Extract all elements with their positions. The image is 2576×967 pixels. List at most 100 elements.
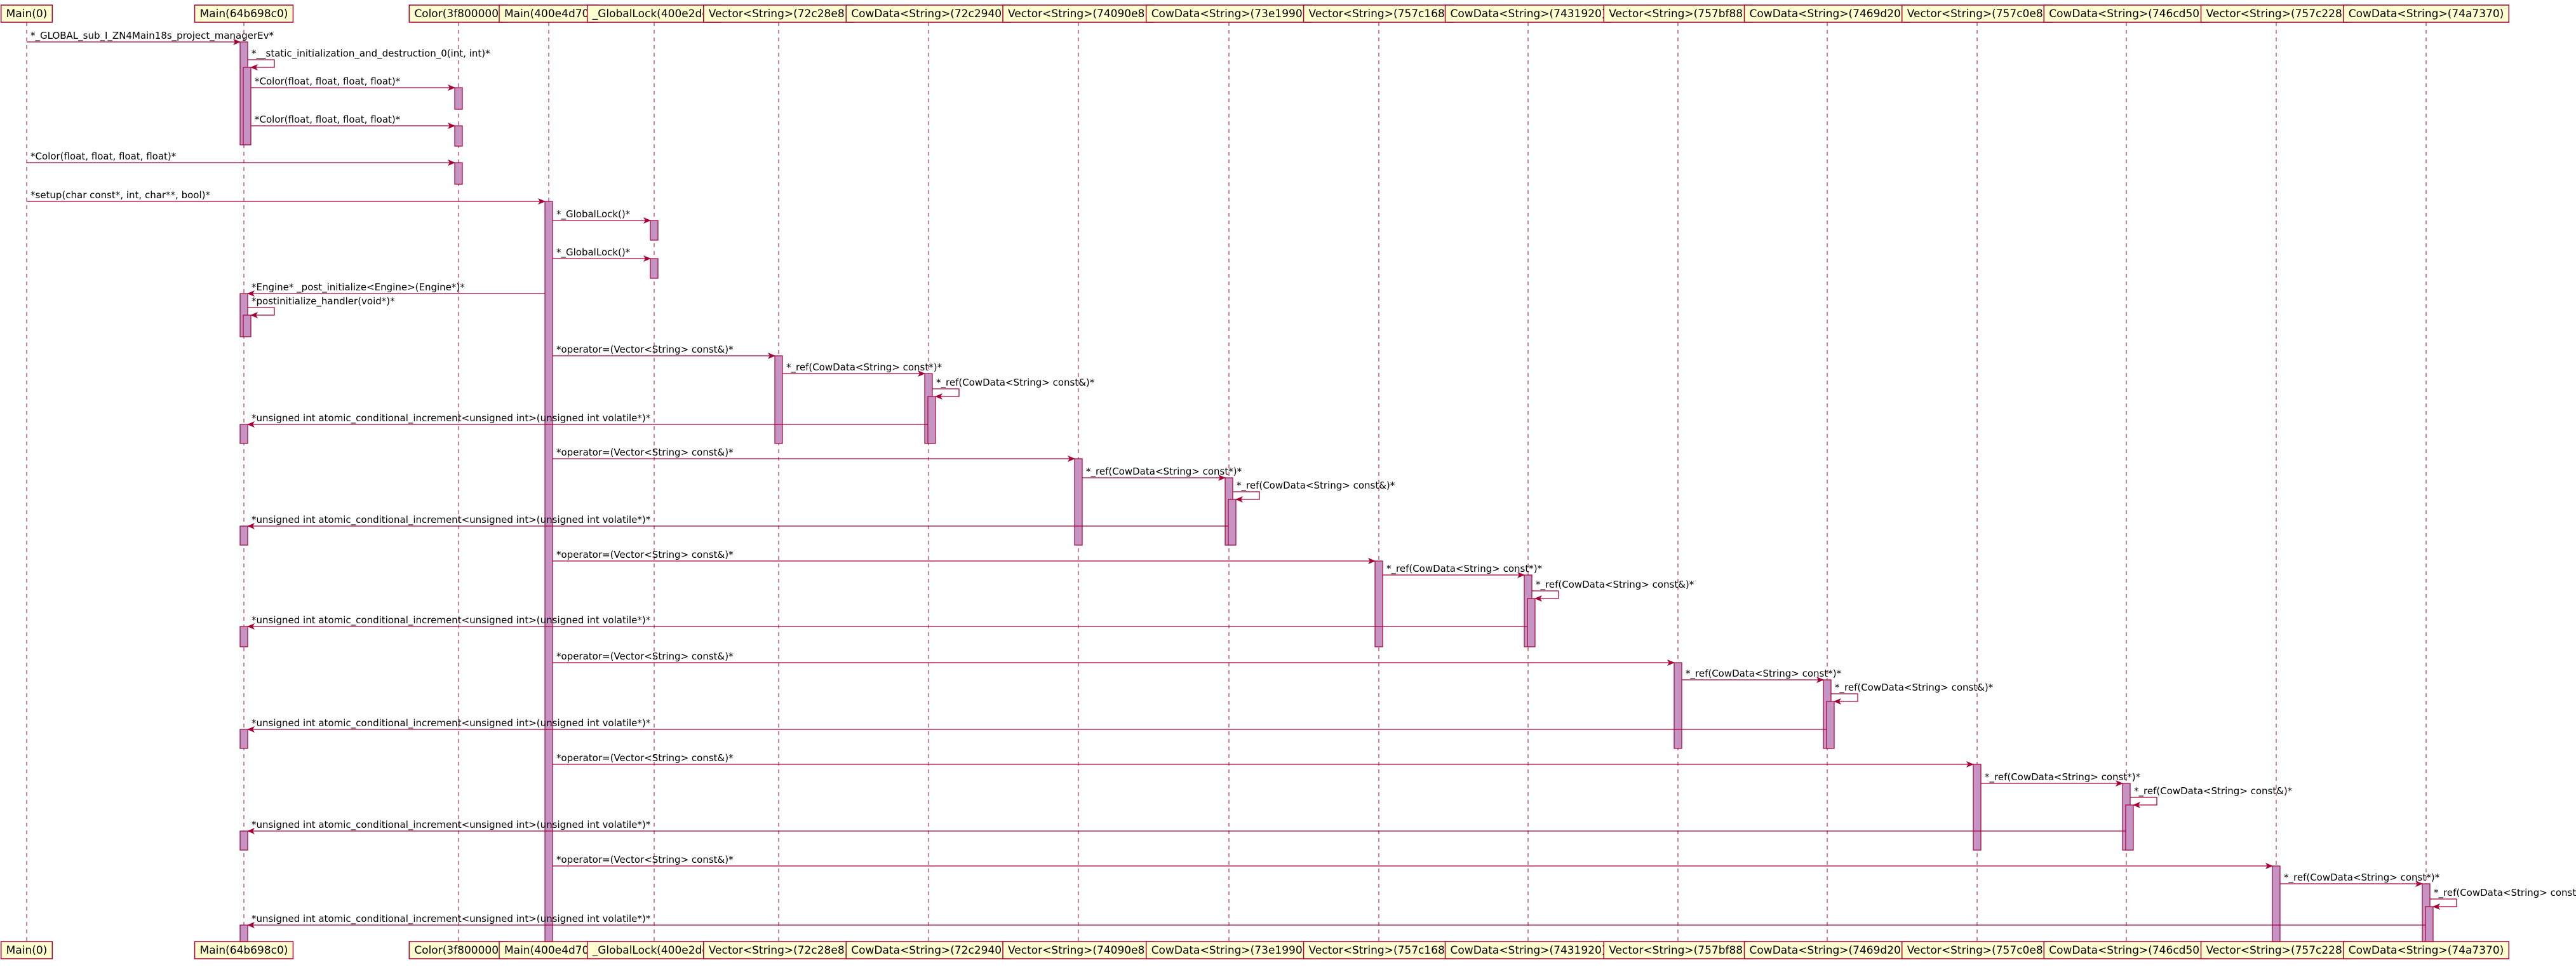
message-arrow [248, 59, 275, 71]
message-2: *Color(float, float, float, float)* [251, 76, 455, 91]
message-label: *Color(float, float, float, float)* [30, 151, 177, 162]
message-27: *_ref(CowData<String> const*)* [1981, 771, 2141, 787]
participant-bottom-p0: Main(0) [0, 941, 53, 959]
participant-bottom-p7: Vector<String>(74090e8) [1002, 941, 1155, 959]
message-18: *operator=(Vector<String> const&)* [553, 549, 1376, 564]
participant-box [2043, 4, 2210, 23]
activation-bars [239, 41, 2434, 942]
message-label: *Color(float, float, float, float)* [255, 114, 401, 125]
message-8: *Engine* _post_initialize<Engine>(Engine… [247, 281, 545, 297]
participant-top-p8: CowData<String>(73e1990) [1145, 4, 1313, 23]
participant-label: Main(64b698c0) [200, 944, 288, 957]
message-label: *_ref(CowData<String> const&)* [1536, 579, 1694, 591]
message-label: *__static_initialization_and_destruction… [252, 48, 490, 60]
participant-box [845, 941, 1012, 959]
message-11: *_ref(CowData<String> const*)* [782, 362, 943, 377]
participant-label: Color(3f800000) [414, 944, 502, 957]
participant-label: _GlobalLock(400e2dcf) [592, 8, 716, 20]
participant-top-p16: CowData<String>(74a7370) [2342, 4, 2510, 23]
message-4: *Color(float, float, float, float)* [27, 151, 455, 166]
message-label: *unsigned int atomic_conditional_increme… [252, 412, 651, 424]
message-label: *unsigned int atomic_conditional_increme… [252, 717, 651, 729]
participant-bottom-p3: Main(400e4d70) [499, 941, 599, 959]
activation-bar [2272, 865, 2281, 942]
participant-label: CowData<String>(74a7370) [2349, 944, 2504, 957]
participant-box [702, 4, 855, 23]
participant-box [194, 941, 294, 959]
participant-box [1743, 4, 1911, 23]
participant-box [1444, 941, 1612, 959]
message-24: *_ref(CowData<String> const&)* [1831, 682, 1994, 705]
participant-label: CowData<String>(7431920) [1451, 944, 1606, 957]
participant-top-p3: Main(400e4d70) [499, 4, 599, 23]
participant-top-p4: _GlobalLock(400e2dcf) [586, 4, 722, 23]
message-arrow [248, 307, 275, 318]
participant-label: CowData<String>(746cd50) [2049, 8, 2203, 20]
activation-bar [774, 355, 783, 444]
participant-top-p9: Vector<String>(757c168) [1303, 4, 1455, 23]
participant-label: Vector<String>(757c0e8) [1907, 8, 2048, 20]
message-14: *operator=(Vector<String> const&)* [553, 447, 1075, 462]
activation-bar [927, 396, 936, 444]
participant-label: CowData<String>(746cd50) [2049, 944, 2203, 957]
participant-top-p0: Main(0) [0, 4, 53, 23]
participant-top-p5: Vector<String>(72c28e8) [702, 4, 855, 23]
participant-box [1901, 4, 2053, 23]
participant-top-p14: CowData<String>(746cd50) [2043, 4, 2210, 23]
participant-label: Vector<String>(757c0e8) [1907, 944, 2048, 957]
message-20: *_ref(CowData<String> const&)* [1532, 579, 1694, 602]
participant-box [1603, 941, 1753, 959]
participant-label: Vector<String>(72c28e8) [709, 944, 849, 957]
participant-label: Vector<String>(757c168) [1309, 8, 1449, 20]
participant-box [1303, 941, 1455, 959]
participant-label: Vector<String>(757c228) [2206, 944, 2347, 957]
message-label: *_GLOBAL_sub_I_ZN4Main18s_project_manage… [30, 30, 274, 42]
messages: *_GLOBAL_sub_I_ZN4Main18s_project_manage… [27, 30, 2576, 928]
participant-box [2043, 941, 2210, 959]
message-10: *operator=(Vector<String> const&)* [553, 344, 775, 359]
participant-box [2200, 941, 2352, 959]
participant-bottom-p6: CowData<String>(72c2940) [845, 941, 1012, 959]
message-label: *_ref(CowData<String> const*)* [1086, 466, 1242, 478]
activation-bar [1674, 662, 1682, 749]
message-arrow [932, 388, 960, 400]
participant-top-p6: CowData<String>(72c2940) [845, 4, 1012, 23]
activation-bar [243, 314, 252, 337]
participant-label: _GlobalLock(400e2dcf) [592, 944, 716, 957]
participant-label: CowData<String>(74a7370) [2349, 8, 2504, 20]
participant-label: Vector<String>(74090e8) [1008, 944, 1149, 957]
activation-bar [239, 924, 248, 942]
message-label: *Engine* _post_initialize<Engine>(Engine… [252, 281, 465, 294]
message-label: *_ref(CowData<String> const*)* [786, 362, 943, 374]
activation-bar [239, 830, 248, 851]
message-22: *operator=(Vector<String> const&)* [553, 651, 1675, 666]
message-30: *operator=(Vector<String> const&)* [553, 854, 2273, 869]
participant-label: CowData<String>(73e1990) [1151, 8, 1307, 20]
message-arrow [1233, 491, 1260, 503]
activation-bar [454, 87, 463, 110]
participant-box [2342, 4, 2510, 23]
message-arrow [2430, 898, 2457, 910]
message-arrow [2130, 797, 2157, 808]
participant-bottom-p4: _GlobalLock(400e2dcf) [586, 941, 722, 959]
participant-top-p11: Vector<String>(757bf88) [1603, 4, 1753, 23]
participant-label: Vector<String>(757bf88) [1609, 944, 1747, 957]
participant-box [702, 941, 855, 959]
message-17: *unsigned int atomic_conditional_increme… [247, 514, 1228, 529]
activation-bar [1074, 458, 1083, 546]
message-label: *_GlobalLock()* [556, 208, 631, 220]
participant-label: Color(3f800000) [414, 8, 502, 20]
participant-box [499, 941, 599, 959]
participant-top-p12: CowData<String>(7469d20) [1743, 4, 1911, 23]
participant-label: Vector<String>(72c28e8) [709, 8, 849, 20]
message-arrow [1532, 590, 1559, 602]
message-5: *setup(char const*, int, char**, bool)* [27, 189, 546, 205]
message-label: *unsigned int atomic_conditional_increme… [252, 514, 651, 526]
participant-label: CowData<String>(72c2940) [851, 8, 1006, 20]
activation-bar [1973, 764, 1982, 851]
participant-label: Main(400e4d70) [504, 944, 593, 957]
message-label: *_ref(CowData<String> const&)* [1835, 682, 1994, 694]
participant-box [1444, 4, 1612, 23]
participant-box [0, 4, 53, 23]
participant-box [586, 4, 722, 23]
